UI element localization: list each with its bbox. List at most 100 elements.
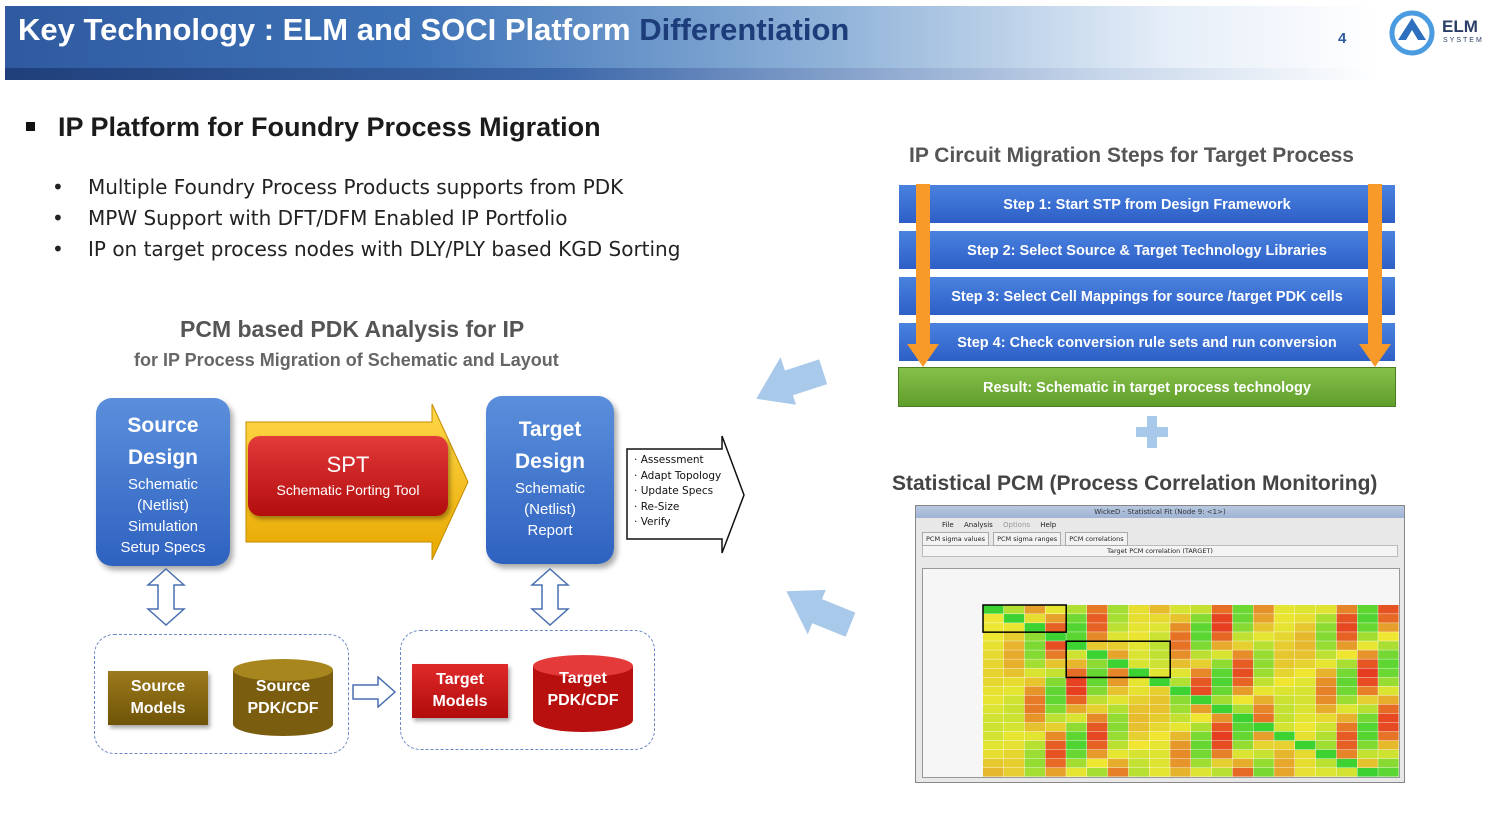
heatmap-cell bbox=[1232, 758, 1253, 768]
heatmap-cell bbox=[1066, 731, 1087, 741]
heatmap-cell bbox=[983, 677, 1004, 687]
heatmap-cell bbox=[1087, 677, 1108, 687]
heatmap-cell bbox=[1336, 650, 1357, 659]
heatmap-cell bbox=[1024, 749, 1045, 759]
heatmap-cell bbox=[1087, 767, 1108, 777]
heatmap-cell bbox=[1149, 668, 1170, 678]
heatmap-cell bbox=[1211, 623, 1233, 632]
heatmap-cell bbox=[1315, 704, 1337, 714]
menu-help[interactable]: Help bbox=[1040, 521, 1057, 529]
heatmap-cell bbox=[1191, 650, 1212, 659]
heatmap-cell bbox=[1087, 695, 1108, 705]
heatmap-cell bbox=[1149, 632, 1170, 641]
heatmap-cell bbox=[1066, 650, 1087, 659]
heatmap-cell bbox=[1295, 722, 1316, 732]
heatmap-cell bbox=[1274, 623, 1295, 632]
source-design-line: Schematic bbox=[127, 476, 199, 493]
list-item: •IP on target process nodes with DLY/PLY… bbox=[52, 237, 681, 261]
heatmap-cell bbox=[1003, 767, 1025, 777]
heatmap-cell bbox=[1066, 749, 1087, 759]
heatmap-cell bbox=[1378, 659, 1399, 668]
heatmap-cell bbox=[1149, 605, 1170, 614]
heatmap-cell bbox=[1191, 659, 1212, 668]
spt-title: SPT bbox=[326, 452, 370, 477]
spt-subtitle: Schematic Porting Tool bbox=[276, 482, 420, 498]
heatmap-cell bbox=[1128, 623, 1149, 632]
page-title: Key Technology : ELM and SOCI Platform D… bbox=[18, 12, 849, 48]
heatmap-cell bbox=[1149, 704, 1170, 714]
heatmap-cell bbox=[1087, 650, 1108, 659]
heatmap-cell bbox=[1274, 758, 1295, 768]
tab-sigma-values[interactable]: PCM sigma values bbox=[922, 532, 989, 546]
heatmap-cell bbox=[1003, 731, 1025, 741]
heatmap-cell bbox=[1107, 695, 1129, 705]
heatmap-cell bbox=[1024, 641, 1045, 650]
heatmap-cell bbox=[1336, 749, 1357, 759]
heatmap-cell bbox=[1232, 704, 1253, 714]
heatmap-cell bbox=[1295, 731, 1316, 741]
tab-correlations[interactable]: PCM correlations bbox=[1065, 532, 1128, 546]
heatmap-cell bbox=[1295, 632, 1316, 641]
menu-analysis[interactable]: Analysis bbox=[963, 521, 993, 529]
heatmap-cell bbox=[1295, 686, 1316, 696]
heatmap-row-labels bbox=[923, 605, 983, 777]
heatmap-cell bbox=[1357, 614, 1378, 623]
logo-subtext: SYSTEM bbox=[1443, 37, 1484, 44]
heatmap-cell bbox=[1315, 749, 1337, 759]
heatmap-cell bbox=[983, 740, 1004, 750]
heatmap-cell bbox=[1045, 632, 1066, 641]
heatmap-cell bbox=[1107, 668, 1129, 678]
menu-file[interactable]: File bbox=[942, 521, 954, 529]
heatmap-cell bbox=[1066, 758, 1087, 768]
heatmap-cell bbox=[1149, 749, 1170, 759]
steps-title: IP Circuit Migration Steps for Target Pr… bbox=[909, 144, 1354, 167]
tab-sigma-ranges[interactable]: PCM sigma ranges bbox=[993, 532, 1062, 546]
heatmap-cell bbox=[1003, 668, 1025, 678]
logo-text: ELM bbox=[1442, 17, 1478, 36]
heatmap-cell bbox=[1253, 731, 1274, 741]
heatmap-header bbox=[923, 569, 1399, 605]
heatmap-cell bbox=[1232, 713, 1253, 723]
step-3: Step 3: Select Cell Mappings for source … bbox=[898, 276, 1396, 316]
heatmap-cell bbox=[1253, 659, 1274, 668]
heatmap-cell bbox=[983, 695, 1004, 705]
heatmap-cell bbox=[1087, 668, 1108, 678]
heatmap-cell bbox=[1253, 623, 1274, 632]
heatmap-cell bbox=[1191, 713, 1212, 723]
heatmap-cell bbox=[1170, 749, 1191, 759]
heatmap-cell bbox=[1232, 731, 1253, 741]
right-arrow-icon bbox=[352, 676, 396, 708]
heatmap-cell bbox=[1087, 605, 1108, 614]
heatmap-cell bbox=[1024, 605, 1045, 614]
heatmap-cell bbox=[1107, 704, 1129, 714]
heatmap-cell bbox=[1003, 749, 1025, 759]
source-models-panel bbox=[94, 634, 349, 754]
heatmap-cell bbox=[1315, 740, 1337, 750]
heatmap-cell bbox=[1191, 605, 1212, 614]
heatmap-cell bbox=[1087, 722, 1108, 732]
list-item: · Adapt Topology bbox=[634, 469, 722, 482]
heatmap-cell bbox=[983, 632, 1004, 641]
step-2: Step 2: Select Source & Target Technolog… bbox=[898, 230, 1396, 270]
heatmap-cell bbox=[1024, 632, 1045, 641]
source-models-box: Source Models bbox=[108, 671, 208, 725]
heatmap-cell bbox=[1045, 731, 1066, 741]
heatmap-cell bbox=[1336, 713, 1357, 723]
result-box: Result: Schematic in target process tech… bbox=[898, 367, 1396, 407]
heatmap-cell bbox=[1357, 659, 1378, 668]
heatmap-cell bbox=[1003, 695, 1025, 705]
heatmap-cell bbox=[1170, 623, 1191, 632]
heatmap-cell bbox=[1253, 641, 1274, 650]
heatmap-cell bbox=[1315, 695, 1337, 705]
correlation-heatmap bbox=[922, 568, 1400, 778]
heatmap-cell bbox=[983, 713, 1004, 723]
heatmap-cell bbox=[1315, 623, 1337, 632]
heatmap-cell bbox=[1149, 641, 1170, 650]
heatmap-cell bbox=[1357, 758, 1378, 768]
heatmap-cell bbox=[1357, 605, 1378, 614]
heatmap-cell bbox=[1253, 677, 1274, 687]
heatmap-cell bbox=[983, 641, 1004, 650]
list-item: · Assessment bbox=[634, 454, 704, 466]
source-pdk-label: Source PDK/CDF bbox=[247, 678, 319, 717]
menu-options[interactable]: Options bbox=[1003, 521, 1031, 529]
